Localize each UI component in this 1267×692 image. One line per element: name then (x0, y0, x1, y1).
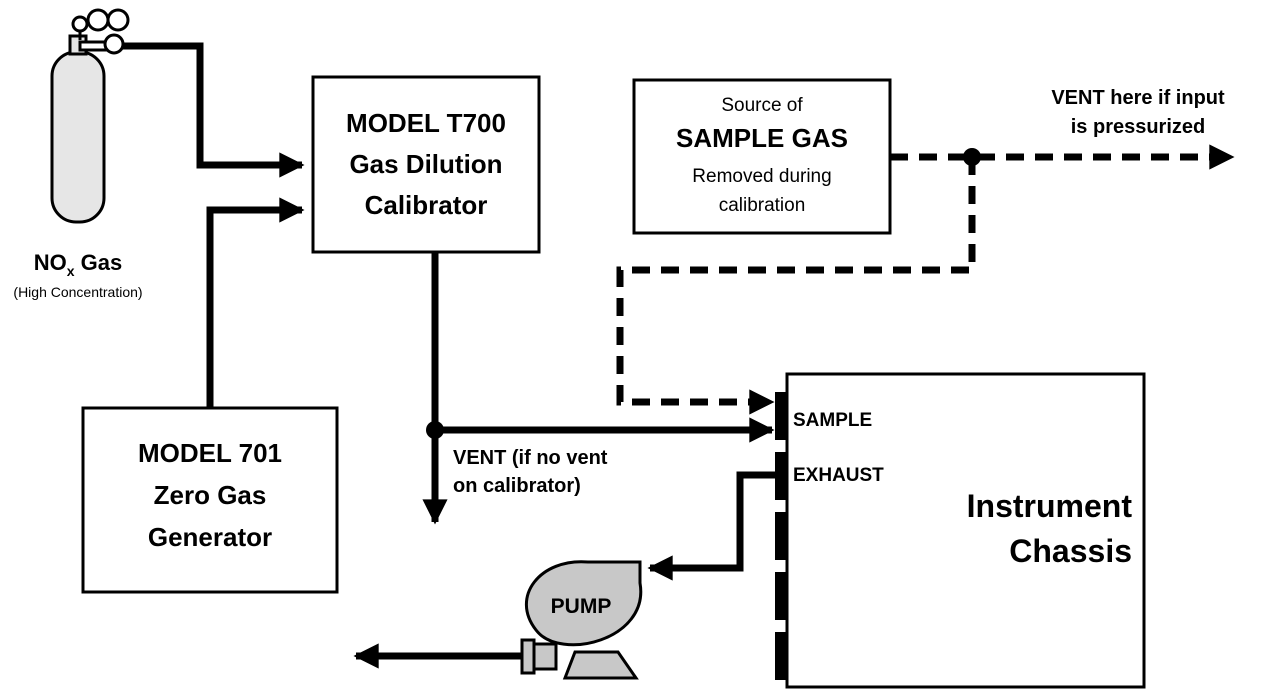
sample-tee-junction (963, 148, 981, 166)
zero-gas-title-line2: Zero Gas (154, 480, 267, 510)
sample-source-line2: SAMPLE GAS (676, 123, 848, 153)
calibrator-title-line3: Calibrator (365, 190, 488, 220)
sample-source-line1: Source of (721, 95, 803, 116)
sample-source-line3: Removed during (692, 166, 831, 187)
sample-gas-source-box (632, 78, 892, 235)
calibrator-title-line2: Gas Dilution (349, 149, 502, 179)
pump-label: PUMP (551, 595, 612, 618)
instrument-title-line2: Chassis (1009, 533, 1132, 569)
nox-gas-label: NOx Gas (34, 250, 123, 279)
chassis-rear-panel-ports (775, 392, 787, 680)
sample-to-instrument-dashed-line (616, 157, 976, 415)
calibrator-tee-junction (426, 421, 444, 439)
zero-gas-title-line3: Generator (148, 522, 272, 552)
high-concentration-note: (High Concentration) (13, 284, 142, 300)
vent-calibrator-line1: VENT (if no vent (453, 447, 608, 469)
instrument-title-line1: Instrument (967, 488, 1133, 524)
vent-calibrator-line2: on calibrator) (453, 475, 581, 497)
nox-to-calibrator-line (122, 42, 305, 178)
sample-source-line4: calibration (719, 195, 806, 216)
instrument-chassis-box (785, 372, 1146, 689)
exhaust-to-pump-line (647, 471, 775, 581)
pump-icon (520, 560, 643, 680)
calibrator-box (311, 75, 541, 254)
zero-gas-to-calibrator-line (206, 197, 305, 408)
vent-pressurized-line1: VENT here if input (1051, 87, 1225, 109)
nox-gas-cylinder-icon (50, 8, 130, 224)
exhaust-port-label: EXHAUST (793, 465, 884, 486)
calibrator-title-line1: MODEL T700 (346, 108, 506, 138)
vent-pressurized-line2: is pressurized (1071, 116, 1206, 138)
zero-gas-title-line1: MODEL 701 (138, 438, 282, 468)
sample-port-label: SAMPLE (793, 410, 872, 431)
